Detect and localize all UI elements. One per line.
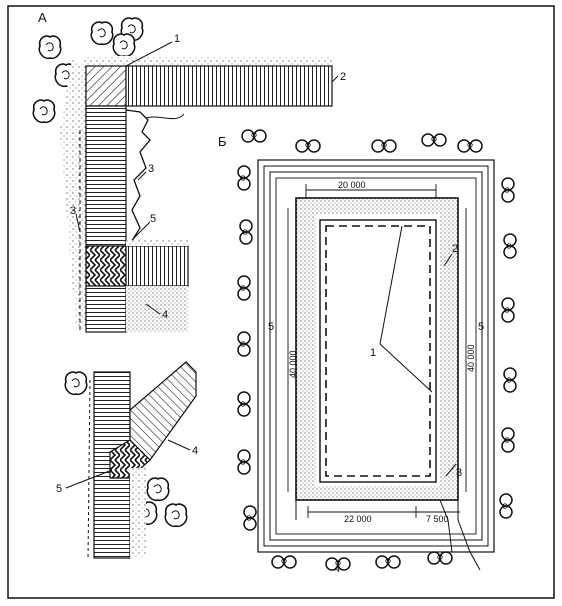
lawn-strip xyxy=(84,56,334,66)
contour-outer xyxy=(257,159,495,553)
callout-5-right: 5 xyxy=(478,321,484,333)
path-diagonal xyxy=(129,361,197,461)
tree-symbol xyxy=(112,33,136,58)
callout-4: 4 xyxy=(334,563,340,575)
dim-left: 40 000 xyxy=(288,350,298,378)
contour-line xyxy=(269,171,483,541)
leader-line xyxy=(445,463,457,477)
callout-5-left: 5 xyxy=(268,321,274,333)
gravel-area xyxy=(126,286,188,332)
path-vertical-lower xyxy=(85,285,127,333)
callout-4: 4 xyxy=(162,309,168,321)
leader-line xyxy=(125,41,173,67)
corner-paving xyxy=(85,65,127,107)
callout-2: 2 xyxy=(452,243,458,255)
contour-line xyxy=(275,177,477,535)
leader-line xyxy=(137,171,147,181)
panel-a2: 5 4 xyxy=(56,361,198,561)
edge-line xyxy=(87,379,91,561)
tree-symbol xyxy=(32,99,56,124)
dim-bottom-main: 22 000 xyxy=(344,514,372,524)
path-side-branch xyxy=(125,245,189,287)
tree-symbol xyxy=(38,35,62,60)
callout-1: 1 xyxy=(174,33,180,45)
irregular-edge xyxy=(125,109,151,245)
leader-line xyxy=(379,225,403,345)
paving-outer-edge xyxy=(295,197,459,501)
outer-frame xyxy=(7,5,555,599)
junction-paving xyxy=(85,245,127,287)
callout-2: 2 xyxy=(340,71,346,83)
pool-inner-dashed xyxy=(325,225,431,477)
leader-line xyxy=(65,469,113,489)
tree-symbol xyxy=(146,477,170,502)
path-vertical xyxy=(85,105,127,247)
path-horizontal xyxy=(125,65,333,107)
callout-3: 3 xyxy=(456,467,462,479)
pool-outline xyxy=(319,219,437,483)
paving-band xyxy=(296,198,458,500)
panel-b-letter: Б xyxy=(218,134,227,149)
contour-line xyxy=(263,165,489,547)
callout-5: 5 xyxy=(150,213,156,225)
panel-b: Б 20 000 40 000 40 000 22 000 7 500 1 2 … xyxy=(218,129,517,575)
entrance-path xyxy=(457,500,481,571)
leader-line xyxy=(167,439,191,451)
callout-1: 1 xyxy=(370,347,376,359)
dim-right: 40 000 xyxy=(466,344,476,372)
leader-line xyxy=(131,221,151,241)
leader-line xyxy=(443,253,453,267)
lawn-strip xyxy=(126,240,188,246)
leader-line xyxy=(331,75,339,83)
callout-3: 3 xyxy=(70,205,76,217)
callout-4: 4 xyxy=(192,445,198,457)
lawn-strip xyxy=(60,60,88,330)
callout-3: 3 xyxy=(148,163,154,175)
dim-top: 20 000 xyxy=(338,180,366,190)
leader-line xyxy=(379,343,433,393)
tree-symbol xyxy=(164,503,188,528)
leader-line xyxy=(145,303,161,315)
callout-5: 5 xyxy=(56,483,62,495)
lawn-strip xyxy=(130,468,146,558)
tree-symbol xyxy=(90,21,114,46)
panel-a-letter: А xyxy=(38,10,47,25)
irregular-edge xyxy=(145,113,185,120)
dim-bottom-side: 7 500 xyxy=(426,514,449,524)
leader-line xyxy=(75,213,81,233)
panel-a: А 1 2 3 3 5 4 xyxy=(32,10,346,333)
entrance-path xyxy=(439,499,453,553)
tree-symbol xyxy=(64,371,88,396)
